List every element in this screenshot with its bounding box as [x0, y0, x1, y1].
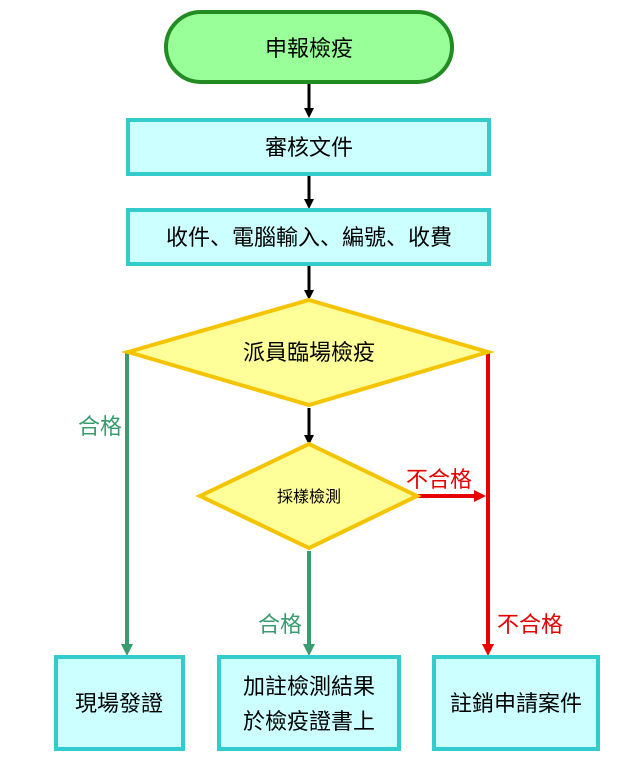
- cancel-box: [432, 655, 600, 751]
- start-node-label: 申報檢疫: [265, 37, 353, 62]
- fail-label-right: 不合格: [497, 613, 563, 638]
- sampling-diamond-label: 採樣檢測: [277, 487, 341, 506]
- annotate-box: [217, 655, 401, 751]
- dispatch-diamond: [120, 297, 496, 408]
- issue-box-label: 現場發證: [75, 692, 163, 717]
- pass-label-middle: 合格: [258, 613, 302, 638]
- dispatch-diamond-label: 派員臨場檢疫: [243, 341, 375, 366]
- annotate-box-label-line2: 於檢疫證書上: [243, 710, 375, 735]
- cancel-box-label: 註銷申請案件: [450, 692, 582, 717]
- fail-label-sampling: 不合格: [406, 468, 472, 493]
- annotate-box-label-line1: 加註檢測結果: [243, 675, 375, 700]
- start-node: [164, 10, 454, 84]
- issue-box: [54, 655, 185, 751]
- review-box: [126, 118, 491, 176]
- intake-box: [126, 208, 491, 266]
- review-box-label: 審核文件: [265, 136, 353, 161]
- intake-box-label: 收件、電腦輸入、編號、收費: [166, 226, 452, 251]
- pass-label-left: 合格: [78, 415, 122, 440]
- sampling-diamond: [195, 441, 422, 551]
